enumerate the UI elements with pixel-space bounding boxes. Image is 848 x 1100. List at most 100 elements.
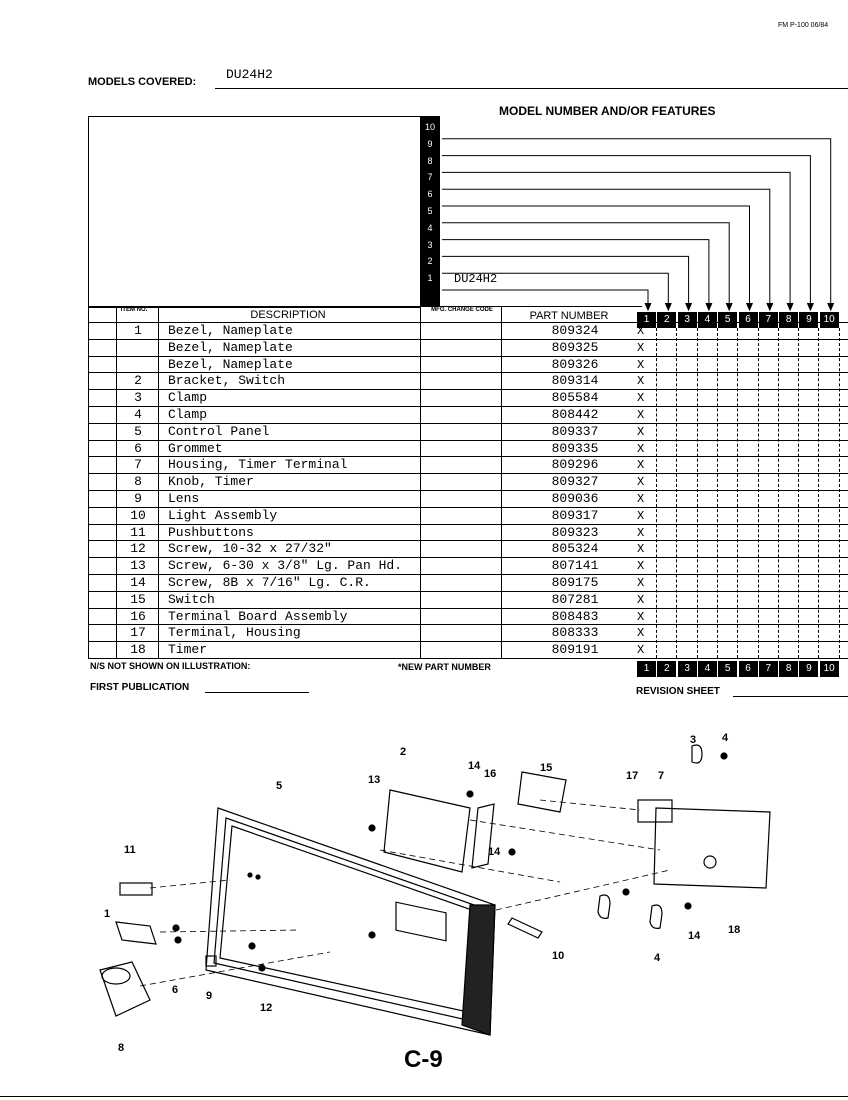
part-column-line [501,306,502,658]
feature-mark: X [637,324,645,338]
bezel-nameplate-drawing [115,921,157,945]
feature-column-number: 3 [677,661,697,677]
part-callout: 12 [260,1002,273,1014]
feature-mark: X [637,542,645,557]
table-row: 18 Timer 809191 X [88,641,848,659]
part-description: Light Assembly [168,507,278,523]
light-assembly-drawing [507,917,543,939]
model-row-number: 3 [427,239,433,250]
features-title: MODEL NUMBER AND/OR FEATURES [499,104,716,118]
model-row-number: 1 [427,273,433,284]
feature-column-line [777,328,779,658]
feature-column-number: 9 [799,661,819,677]
leader-arrow [664,302,672,312]
model-entry-name: DU24H2 [454,272,498,286]
feature-column-number: 5 [718,312,738,328]
code-column-line [420,306,421,658]
part-description: Bracket, Switch [168,373,286,389]
description-header: DESCRIPTION [250,309,326,321]
part-description: Housing, Timer Terminal [168,457,348,473]
part-number: 808442 [551,407,599,422]
model-leader-lines [442,138,835,312]
model-row-number: 10 [424,122,435,132]
item-number: 8 [134,474,142,490]
item-no-header: ITEM NO. [120,307,148,313]
item-number: 10 [130,507,146,523]
part-number: 807141 [551,558,599,574]
part-description: Grommet [168,440,223,456]
feature-mark: X [637,374,645,389]
part-description: Timer [168,642,208,658]
part-number: 809323 [551,524,599,540]
feature-column-number: 10 [819,312,839,328]
item-number: 17 [130,625,146,641]
feature-mark: X [637,643,645,658]
part-number: 809317 [551,507,599,523]
part-number: 809191 [551,642,599,658]
feature-column-number: 3 [677,312,697,328]
item-number: 16 [130,608,146,624]
ns-note: N/S NOT SHOWN ON ILLUSTRATION: [90,661,251,671]
part-description: Pushbuttons [168,524,254,540]
item-number: 5 [134,423,142,439]
model-row-number: 9 [427,138,433,149]
item-number: 9 [134,491,142,506]
item-number: 18 [130,642,146,658]
feature-mark: X [637,508,645,523]
item-number: 15 [130,591,146,607]
part-callout: 7 [658,770,665,782]
part-number: 809335 [551,440,599,456]
model-leader-line [442,255,690,308]
part-callout: 17 [626,770,639,782]
feature-column-line [798,328,800,658]
feature-mark: X [637,357,645,372]
part-description: Bezel, Nameplate [168,339,293,355]
part-number-header: PART NUMBER [529,310,609,322]
leader-arrow [685,302,693,312]
models-covered-value: DU24H2 [226,67,273,82]
part-callout: 3 [690,734,697,746]
feature-column-number: 6 [738,312,758,328]
item-number: 13 [130,558,146,574]
part-callout: 13 [368,774,381,786]
feature-column-number: 7 [758,661,778,677]
feature-column-line [696,328,698,658]
model-leader-line [442,289,649,308]
item-number: 4 [134,407,142,422]
part-callout: 9 [206,990,213,1002]
part-number: 809296 [551,457,599,473]
feature-column-line [716,328,718,658]
part-callout: 8 [118,1042,125,1054]
part-description: Terminal, Housing [168,625,301,641]
first-publication-line [205,692,309,693]
part-number: 809337 [551,423,599,439]
model-row-number: 4 [427,222,433,233]
part-description: Screw, 8B x 7/16" Lg. C.R. [168,575,371,590]
new-part-note: *NEW PART NUMBER [398,662,491,672]
part-callout: 14 [488,846,501,858]
model-leader-line [442,205,750,308]
timer-drawing [653,807,771,889]
bottom-rule [0,1096,848,1097]
feature-column-number: 9 [799,312,819,328]
feature-column-number: 1 [637,312,656,328]
models-covered-label: MODELS COVERED: [88,76,197,88]
switch-bracket-drawing [383,789,471,873]
form-code: FM P-100 06/84 [778,22,829,29]
feature-column-line [737,328,739,658]
feature-column-number: 8 [779,661,799,677]
feature-mark: X [637,391,645,406]
feature-column-line [818,328,820,658]
feature-mark: X [637,492,645,506]
feature-column-line [656,328,657,658]
model-leader-line [442,239,710,308]
feature-mark: X [637,408,645,422]
part-callout: 16 [484,768,497,780]
